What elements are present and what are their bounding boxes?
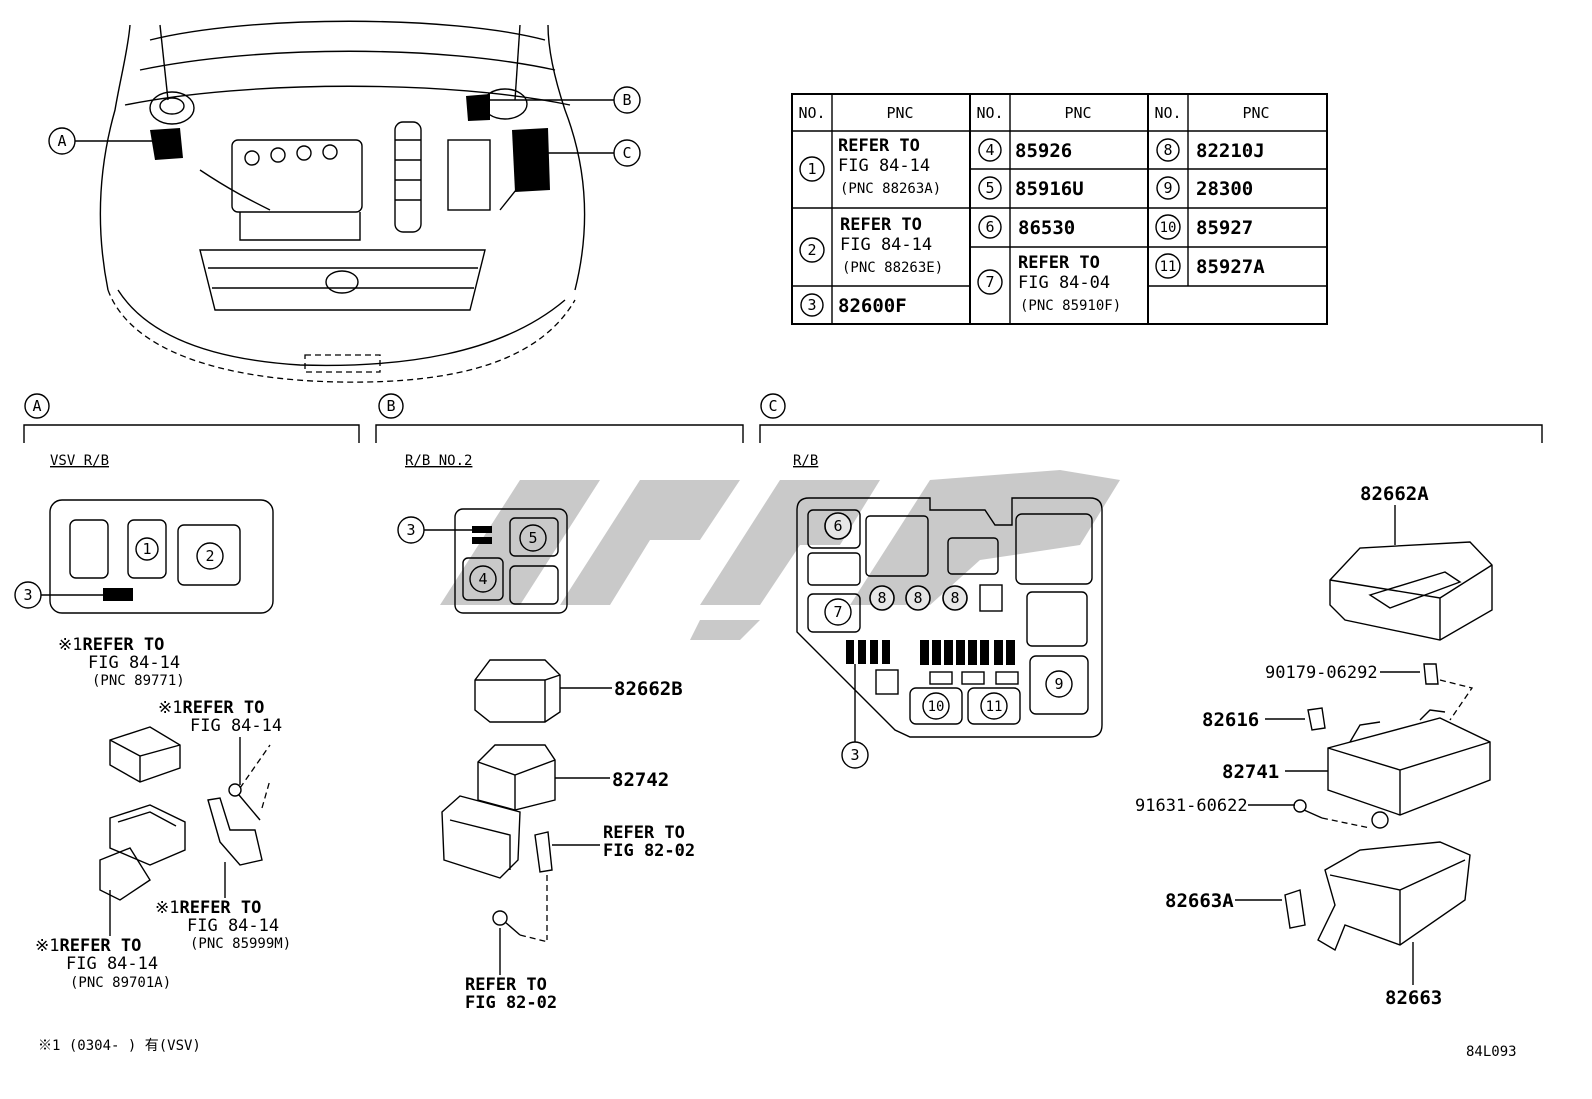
section-a-title: VSV R/B bbox=[50, 453, 109, 469]
svg-text:NO.: NO. bbox=[976, 104, 1003, 122]
svg-text:REFER TO: REFER TO bbox=[1018, 253, 1100, 273]
engine-callout-a: A bbox=[48, 127, 158, 155]
svg-text:3: 3 bbox=[406, 521, 415, 539]
svg-text:FIG 84-14: FIG 84-14 bbox=[838, 156, 930, 176]
part-82663a: 82663A bbox=[1165, 890, 1234, 912]
svg-text:9: 9 bbox=[1163, 179, 1172, 197]
section-c: R/B 6 7 8 8 8 bbox=[793, 453, 1493, 1009]
svg-text:8: 8 bbox=[1163, 141, 1172, 159]
svg-text:9: 9 bbox=[1054, 675, 1063, 693]
svg-text:6: 6 bbox=[985, 218, 994, 236]
svg-text:8: 8 bbox=[950, 589, 959, 607]
svg-text:C: C bbox=[622, 144, 631, 162]
part-91631-60622: 91631-60622 bbox=[1135, 796, 1248, 816]
part-82662b: 82662B bbox=[614, 678, 683, 700]
svg-text:REFER TO: REFER TO bbox=[838, 136, 920, 156]
svg-text:5: 5 bbox=[985, 179, 994, 197]
section-bracket-c: C bbox=[759, 393, 1543, 443]
pnc-table: NO. PNC NO. PNC NO. PNC 1 REFER TO FIG 8… bbox=[791, 93, 1328, 325]
svg-text:FIG 84-14: FIG 84-14 bbox=[88, 653, 180, 673]
svg-text:PNC: PNC bbox=[886, 104, 913, 122]
svg-text:6: 6 bbox=[833, 517, 842, 535]
part-82741: 82741 bbox=[1222, 761, 1279, 783]
svg-text:FIG 84-14: FIG 84-14 bbox=[66, 954, 158, 974]
svg-text:(PNC 88263A): (PNC 88263A) bbox=[840, 181, 941, 197]
svg-text:PNC: PNC bbox=[1242, 104, 1269, 122]
svg-text:(PNC 85999M): (PNC 85999M) bbox=[190, 936, 291, 952]
svg-text:(PNC 88263E): (PNC 88263E) bbox=[842, 260, 943, 276]
svg-text:3: 3 bbox=[23, 586, 32, 604]
part-82742: 82742 bbox=[612, 769, 669, 791]
part-90179-06292: 90179-06292 bbox=[1265, 663, 1378, 683]
svg-text:4: 4 bbox=[478, 570, 487, 588]
svg-text:85916U: 85916U bbox=[1015, 178, 1084, 200]
svg-text:8: 8 bbox=[877, 589, 886, 607]
svg-text:(PNC 85910F): (PNC 85910F) bbox=[1020, 298, 1121, 314]
section-b: R/B NO.2 5 4 3 82662B 82742 REFER TO FIG… bbox=[397, 453, 695, 1013]
svg-text:FIG 84-14: FIG 84-14 bbox=[190, 716, 282, 736]
svg-text:85927: 85927 bbox=[1196, 217, 1253, 239]
svg-text:FIG 82-02: FIG 82-02 bbox=[465, 993, 557, 1013]
svg-text:※1REFER TO: ※1REFER TO bbox=[58, 635, 164, 655]
svg-text:NO.: NO. bbox=[1154, 104, 1181, 122]
part-82662a: 82662A bbox=[1360, 483, 1429, 505]
svg-text:7: 7 bbox=[833, 603, 842, 621]
svg-text:8: 8 bbox=[913, 589, 922, 607]
svg-text:NO.: NO. bbox=[798, 104, 825, 122]
svg-text:11: 11 bbox=[1160, 259, 1177, 275]
section-a: VSV R/B 1 2 3 ※1REFER TO FIG 84-14 (PNC … bbox=[14, 453, 291, 991]
svg-text:A: A bbox=[57, 132, 66, 150]
svg-text:REFER TO: REFER TO bbox=[465, 975, 547, 995]
engine-callout-b: B bbox=[480, 86, 641, 114]
fuse-group-left bbox=[846, 640, 890, 664]
svg-text:86530: 86530 bbox=[1018, 217, 1075, 239]
svg-text:FIG 84-04: FIG 84-04 bbox=[1018, 273, 1110, 293]
svg-text:2: 2 bbox=[807, 241, 816, 259]
svg-text:B: B bbox=[622, 91, 631, 109]
section-bracket-b: B bbox=[375, 393, 744, 443]
svg-text:82210J: 82210J bbox=[1196, 140, 1265, 162]
section-c-title: R/B bbox=[793, 453, 818, 469]
svg-text:(PNC 89701A): (PNC 89701A) bbox=[70, 975, 171, 991]
svg-text:REFER TO: REFER TO bbox=[603, 823, 685, 843]
part-82616: 82616 bbox=[1202, 709, 1259, 731]
svg-text:28300: 28300 bbox=[1196, 178, 1253, 200]
svg-text:4: 4 bbox=[985, 141, 994, 159]
svg-text:85927A: 85927A bbox=[1196, 256, 1265, 278]
svg-text:PNC: PNC bbox=[1064, 104, 1091, 122]
svg-text:A: A bbox=[32, 397, 41, 415]
svg-text:3: 3 bbox=[850, 746, 859, 764]
svg-text:FIG 84-14: FIG 84-14 bbox=[187, 916, 279, 936]
svg-text:※1REFER TO: ※1REFER TO bbox=[35, 936, 141, 956]
svg-text:3: 3 bbox=[807, 296, 816, 314]
engine-callout-c: C bbox=[545, 139, 641, 167]
footnote: ※1 (0304- ) 有(VSV) bbox=[38, 1038, 201, 1054]
diagram-code: 84L093 bbox=[1466, 1044, 1517, 1060]
svg-text:FIG 82-02: FIG 82-02 bbox=[603, 841, 695, 861]
svg-text:82600F: 82600F bbox=[838, 295, 907, 317]
section-bracket-a: A bbox=[23, 393, 360, 443]
svg-text:7: 7 bbox=[985, 273, 994, 291]
svg-text:10: 10 bbox=[1160, 220, 1177, 236]
svg-text:※1REFER TO: ※1REFER TO bbox=[158, 698, 264, 718]
svg-text:85926: 85926 bbox=[1015, 140, 1072, 162]
svg-text:1: 1 bbox=[142, 540, 151, 558]
svg-text:FIG 84-14: FIG 84-14 bbox=[840, 235, 932, 255]
svg-text:REFER TO: REFER TO bbox=[840, 215, 922, 235]
section-b-title: R/B NO.2 bbox=[405, 453, 472, 469]
svg-text:B: B bbox=[386, 397, 395, 415]
svg-text:C: C bbox=[768, 397, 777, 415]
fuse-group-right bbox=[920, 640, 1015, 665]
svg-text:2: 2 bbox=[205, 547, 214, 565]
engine-bay-illustration bbox=[99, 20, 586, 383]
svg-text:※1REFER TO: ※1REFER TO bbox=[155, 898, 261, 918]
svg-text:(PNC 89771): (PNC 89771) bbox=[92, 673, 185, 689]
svg-text:10: 10 bbox=[928, 699, 945, 715]
svg-text:5: 5 bbox=[528, 529, 537, 547]
brand-logo-watermark bbox=[440, 470, 1120, 640]
svg-text:11: 11 bbox=[986, 699, 1003, 715]
svg-text:1: 1 bbox=[807, 160, 816, 178]
part-82663: 82663 bbox=[1385, 987, 1442, 1009]
